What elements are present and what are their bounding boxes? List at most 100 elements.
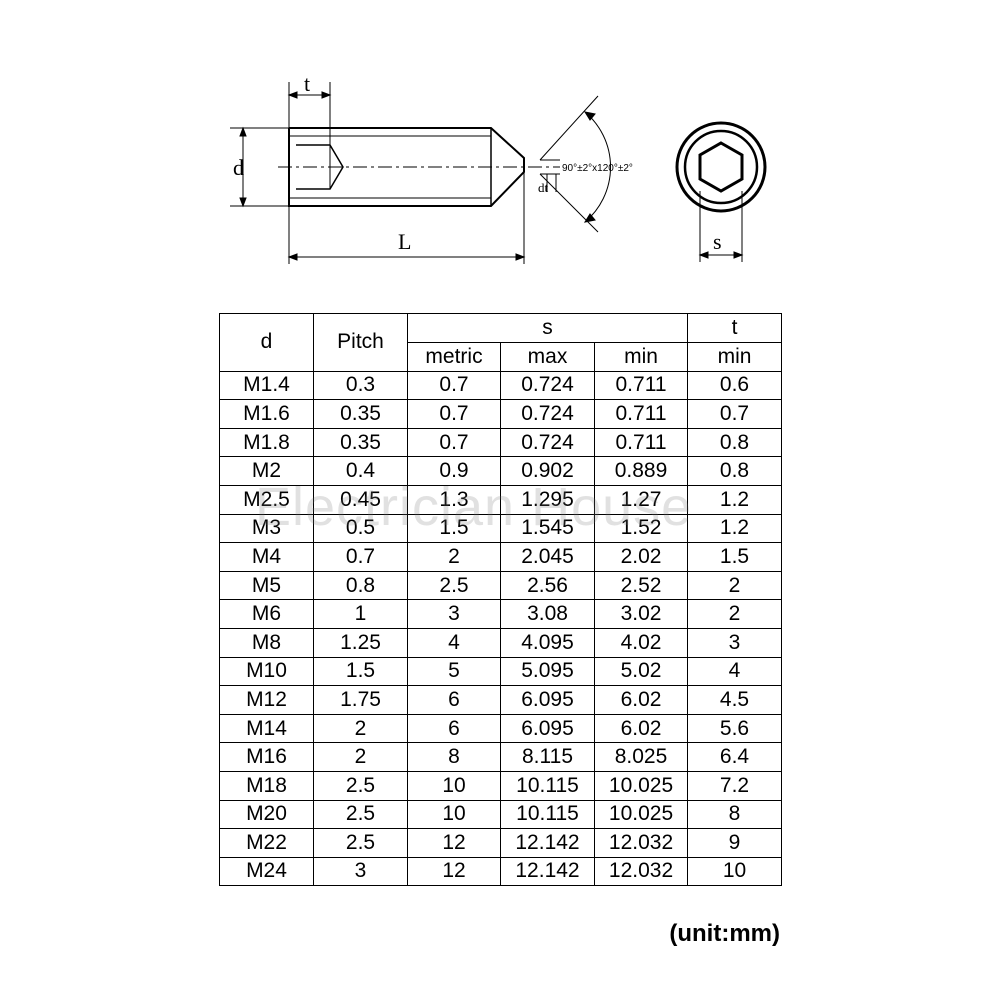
cell-s-min: 10.025 bbox=[593, 799, 689, 830]
cell-t-min: 7.2 bbox=[687, 770, 783, 801]
cell-s-max: 10.115 bbox=[500, 799, 595, 830]
cell-s-max: 4.095 bbox=[500, 627, 595, 658]
cell-s-metric: 5 bbox=[407, 656, 501, 687]
cell-d: M16 bbox=[219, 742, 314, 772]
cell-d: M22 bbox=[219, 828, 314, 858]
cell-s-max: 12.142 bbox=[500, 828, 595, 858]
cell-pitch: 2.5 bbox=[313, 770, 408, 801]
cell-d: M12 bbox=[219, 685, 314, 715]
cell-s-max: 5.095 bbox=[500, 656, 595, 687]
cell-pitch: 0.3 bbox=[313, 370, 408, 401]
cell-t-min: 4 bbox=[687, 656, 783, 687]
cell-s-metric: 0.7 bbox=[407, 370, 501, 401]
cell-s-min: 5.02 bbox=[593, 656, 689, 687]
cell-s-max: 2.045 bbox=[500, 542, 595, 572]
label-L: L bbox=[398, 229, 411, 254]
cell-s-metric: 2 bbox=[407, 542, 501, 572]
cell-s-min: 0.711 bbox=[593, 427, 689, 458]
dimension-L bbox=[287, 172, 526, 264]
label-dt: dt bbox=[538, 180, 549, 195]
cell-s-max: 2.56 bbox=[500, 570, 595, 601]
cell-s-max: 3.08 bbox=[500, 599, 595, 629]
cell-t-min: 4.5 bbox=[687, 685, 783, 715]
cell-d: M1.4 bbox=[219, 370, 314, 401]
label-s: s bbox=[713, 229, 722, 254]
cell-t-min: 9 bbox=[687, 828, 783, 858]
cell-d: M8 bbox=[219, 627, 314, 658]
cell-d: M10 bbox=[219, 656, 314, 687]
cell-t-min: 0.8 bbox=[687, 427, 783, 458]
cell-t-min: 3 bbox=[687, 627, 783, 658]
cell-s-min: 2.52 bbox=[593, 570, 689, 601]
cell-t-min: 10 bbox=[687, 856, 783, 887]
cell-t-min: 6.4 bbox=[687, 742, 783, 772]
cell-d: M1.8 bbox=[219, 427, 314, 458]
cell-pitch: 1 bbox=[313, 599, 408, 629]
cell-s-metric: 12 bbox=[407, 828, 501, 858]
screw-end-view bbox=[675, 121, 767, 262]
cell-s-metric: 3 bbox=[407, 599, 501, 629]
cell-s-max: 1.545 bbox=[500, 513, 595, 544]
header-s-min: min bbox=[593, 342, 689, 372]
cell-s-max: 6.095 bbox=[500, 713, 595, 744]
cell-d: M2.5 bbox=[219, 484, 314, 515]
header-s-metric: metric bbox=[407, 342, 501, 372]
cell-s-min: 8.025 bbox=[593, 742, 689, 772]
cell-s-min: 6.02 bbox=[593, 685, 689, 715]
cell-s-max: 0.724 bbox=[500, 370, 595, 401]
cell-s-metric: 10 bbox=[407, 799, 501, 830]
cell-pitch: 2.5 bbox=[313, 799, 408, 830]
screw-side-view bbox=[278, 127, 560, 207]
unit-note: (unit:mm) bbox=[669, 920, 780, 947]
set-screw-drawing: t d L 90°±2°x120°±2° dt bbox=[230, 71, 767, 264]
cell-s-metric: 1.5 bbox=[407, 513, 501, 544]
label-d: d bbox=[233, 155, 244, 180]
header-s-max: max bbox=[500, 342, 595, 372]
cell-d: M5 bbox=[219, 570, 314, 601]
dimension-d bbox=[230, 126, 289, 208]
cell-d: M4 bbox=[219, 542, 314, 572]
cell-s-metric: 0.7 bbox=[407, 427, 501, 458]
cell-t-min: 0.6 bbox=[687, 370, 783, 401]
cell-s-metric: 10 bbox=[407, 770, 501, 801]
cell-s-metric: 2.5 bbox=[407, 570, 501, 601]
cell-s-min: 4.02 bbox=[593, 627, 689, 658]
cell-s-min: 1.52 bbox=[593, 513, 689, 544]
cell-t-min: 8 bbox=[687, 799, 783, 830]
cell-s-metric: 1.3 bbox=[407, 484, 501, 515]
cell-s-max: 0.724 bbox=[500, 427, 595, 458]
cell-s-max: 0.724 bbox=[500, 399, 595, 429]
cell-s-metric: 0.9 bbox=[407, 456, 501, 486]
cell-pitch: 1.75 bbox=[313, 685, 408, 715]
cell-s-max: 1.295 bbox=[500, 484, 595, 515]
cell-s-metric: 0.7 bbox=[407, 399, 501, 429]
cell-s-max: 12.142 bbox=[500, 856, 595, 887]
cell-s-min: 10.025 bbox=[593, 770, 689, 801]
cell-pitch: 3 bbox=[313, 856, 408, 887]
cell-pitch: 0.4 bbox=[313, 456, 408, 486]
cell-s-min: 12.032 bbox=[593, 856, 689, 887]
cell-s-max: 0.902 bbox=[500, 456, 595, 486]
header-t: t bbox=[687, 313, 783, 343]
header-t-min: min bbox=[687, 342, 783, 372]
cell-s-metric: 6 bbox=[407, 713, 501, 744]
cell-s-min: 0.889 bbox=[593, 456, 689, 486]
cell-s-max: 10.115 bbox=[500, 770, 595, 801]
cell-t-min: 1.5 bbox=[687, 542, 783, 572]
header-s: s bbox=[406, 313, 689, 343]
